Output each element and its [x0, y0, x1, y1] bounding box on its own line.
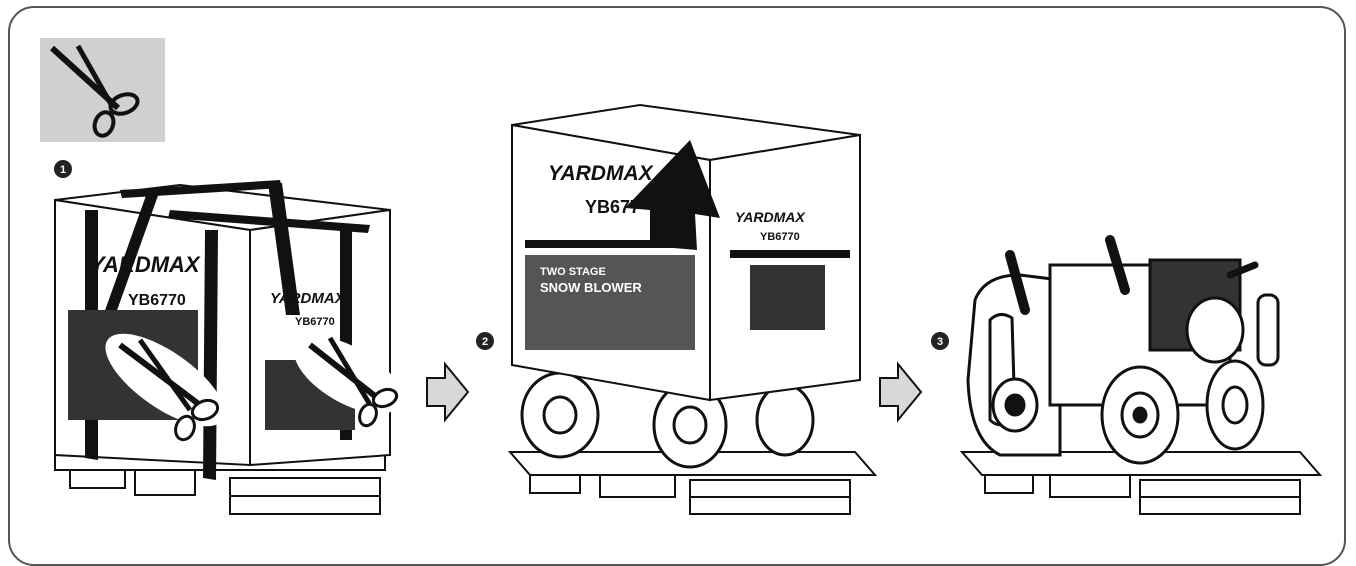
box-2-brand-side: YARDMAX	[735, 209, 806, 225]
step-2: 2 YARDMAX YB677	[476, 105, 875, 514]
box-1-brand-front: YARDMAX	[90, 252, 201, 277]
scissors-tile	[40, 38, 165, 142]
step-2-badge: 2	[476, 332, 494, 350]
boxed-blower	[55, 180, 390, 480]
step-3-number: 3	[937, 336, 943, 348]
right-arrow-icon	[427, 364, 468, 420]
step-1-badge: 1	[54, 160, 72, 178]
box-2-model-side: YB6770	[760, 231, 800, 243]
step-3: 3	[931, 240, 1320, 514]
box-2-brand-front: YARDMAX	[548, 162, 655, 185]
step-3-badge: 3	[931, 332, 949, 350]
step-2-number: 2	[482, 336, 488, 348]
step-1: 1	[54, 160, 414, 514]
right-arrow-icon	[880, 364, 921, 420]
snow-blower	[968, 240, 1278, 463]
box-2-panel-line2: SNOW BLOWER	[540, 280, 642, 295]
box-1-model-side: YB6770	[295, 316, 335, 328]
unboxing-diagram: 1	[0, 0, 1356, 537]
box-1-brand-side: YARDMAX	[270, 290, 346, 307]
box-2-panel-line1: TWO STAGE	[540, 266, 606, 278]
step-1-number: 1	[60, 164, 66, 176]
box-1-model-front: YB6770	[128, 292, 186, 309]
